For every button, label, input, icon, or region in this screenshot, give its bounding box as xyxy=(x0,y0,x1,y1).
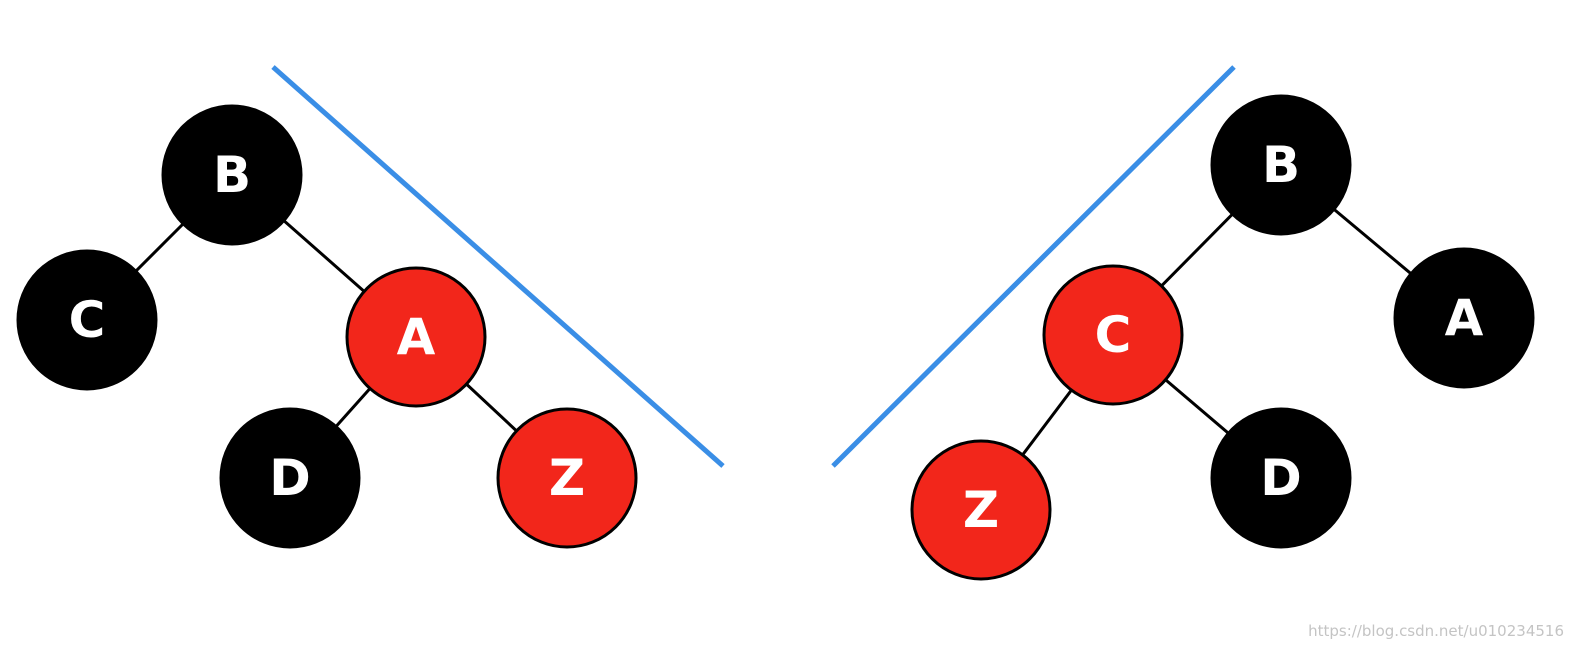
node-circle xyxy=(345,266,487,408)
node-label: A xyxy=(1445,289,1484,347)
right-tree-node-b: B xyxy=(1210,94,1352,236)
right-tree-node-z: Z xyxy=(910,439,1052,581)
node-circle xyxy=(1210,407,1352,549)
node-label: B xyxy=(1262,136,1300,194)
node-circle xyxy=(1393,247,1535,389)
right-divider-line xyxy=(831,65,1236,468)
node-label: C xyxy=(69,291,106,349)
node-label: C xyxy=(1095,306,1132,364)
right-tree-node-d: D xyxy=(1210,407,1352,549)
node-label: A xyxy=(397,308,436,366)
node-circle xyxy=(910,439,1052,581)
left-tree-node-d: D xyxy=(219,407,361,549)
node-label: Z xyxy=(549,449,585,507)
right-tree-node-a: A xyxy=(1393,247,1535,389)
left-tree-node-c: C xyxy=(16,249,158,391)
node-label: B xyxy=(213,146,251,204)
left-tree-node-a: A xyxy=(345,266,487,408)
watermark-url: https://blog.csdn.net/u010234516 xyxy=(1308,622,1564,640)
right-tree-node-c: C xyxy=(1042,264,1184,406)
left-divider-line xyxy=(271,65,725,468)
left-tree-node-z: Z xyxy=(496,407,638,549)
node-circle xyxy=(496,407,638,549)
node-label: Z xyxy=(963,481,999,539)
node-label: D xyxy=(1260,449,1302,507)
tree-nodes: B C A D Z B C A Z D xyxy=(16,94,1535,581)
divider-lines xyxy=(271,65,1236,468)
left-tree-node-b: B xyxy=(161,104,303,246)
node-circle xyxy=(219,407,361,549)
node-circle xyxy=(1210,94,1352,236)
node-label: D xyxy=(269,449,311,507)
node-circle xyxy=(16,249,158,391)
node-circle xyxy=(1042,264,1184,406)
node-circle xyxy=(161,104,303,246)
